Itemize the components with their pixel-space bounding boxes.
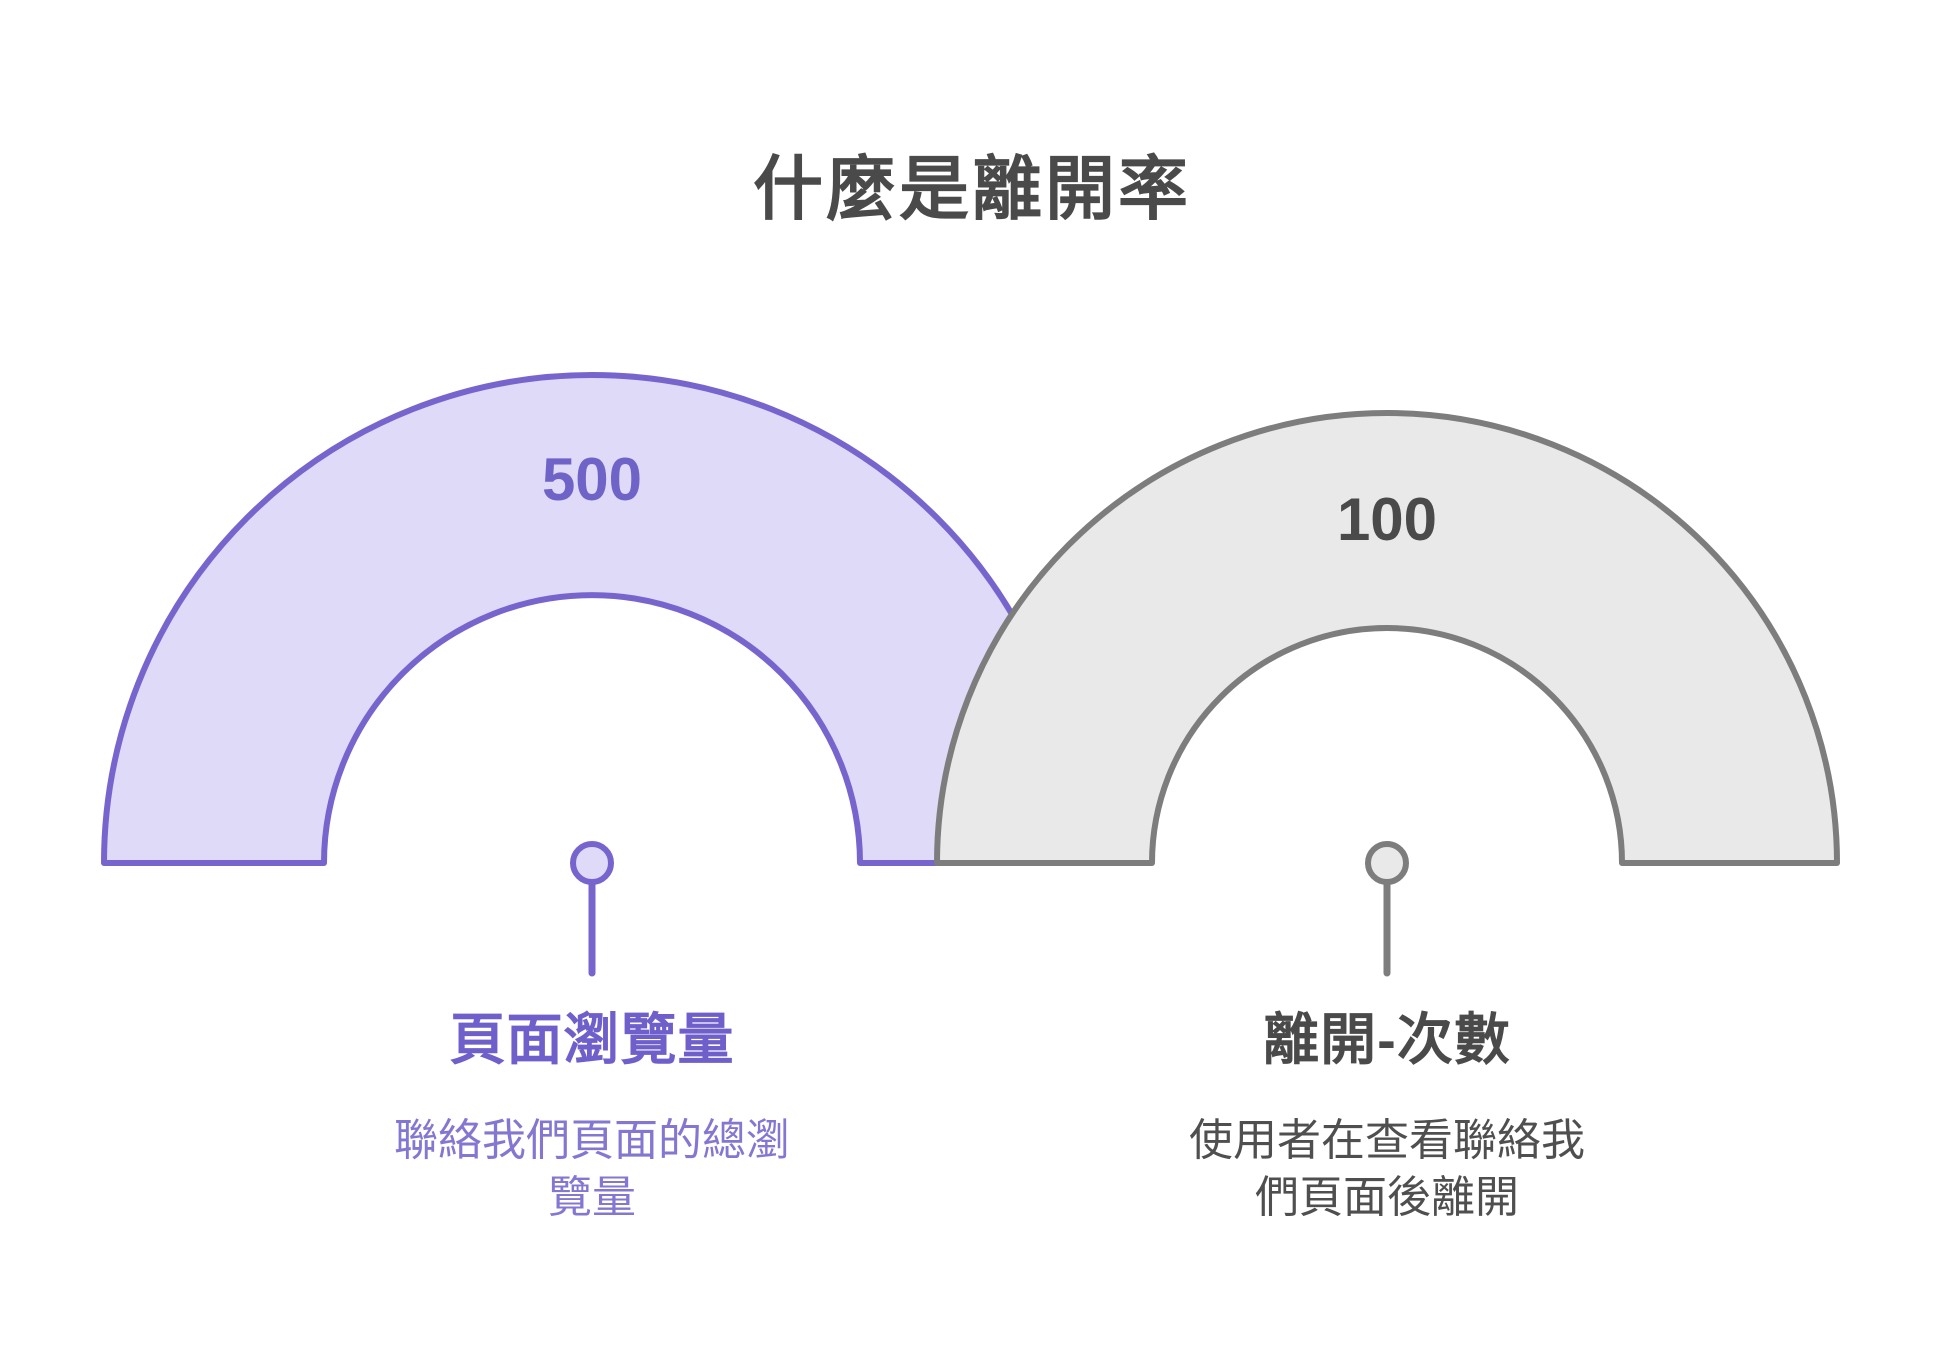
page-views-label-block: 頁面瀏覽量 聯絡我們頁面的總瀏 覽量 <box>332 1008 852 1226</box>
exits-arc <box>934 410 1840 866</box>
page-title: 什麼是離開率 <box>753 150 1191 228</box>
exits-description-line-2: 們頁面後離開 <box>1255 1173 1519 1222</box>
exits-value: 100 <box>1336 486 1438 553</box>
exits-description: 使用者在查看聯絡我 們頁面後離開 <box>1127 1112 1647 1226</box>
page-views-description: 聯絡我們頁面的總瀏 覽量 <box>332 1112 852 1226</box>
page-views-label: 頁面瀏覽量 <box>449 1008 735 1071</box>
exits-description-line-1: 使用者在查看聯絡我 <box>1189 1116 1585 1165</box>
page-views-description-line-1: 聯絡我們頁面的總瀏 <box>394 1116 790 1165</box>
exits-pin-icon <box>1365 841 1409 977</box>
exits-label: 離開-次數 <box>1263 1008 1511 1071</box>
exits-label-block: 離開-次數 使用者在查看聯絡我 們頁面後離開 <box>1127 1008 1647 1226</box>
page-views-value: 500 <box>541 446 643 513</box>
page-views-pin-icon <box>570 841 614 977</box>
page-views-description-line-2: 覽量 <box>548 1173 636 1222</box>
